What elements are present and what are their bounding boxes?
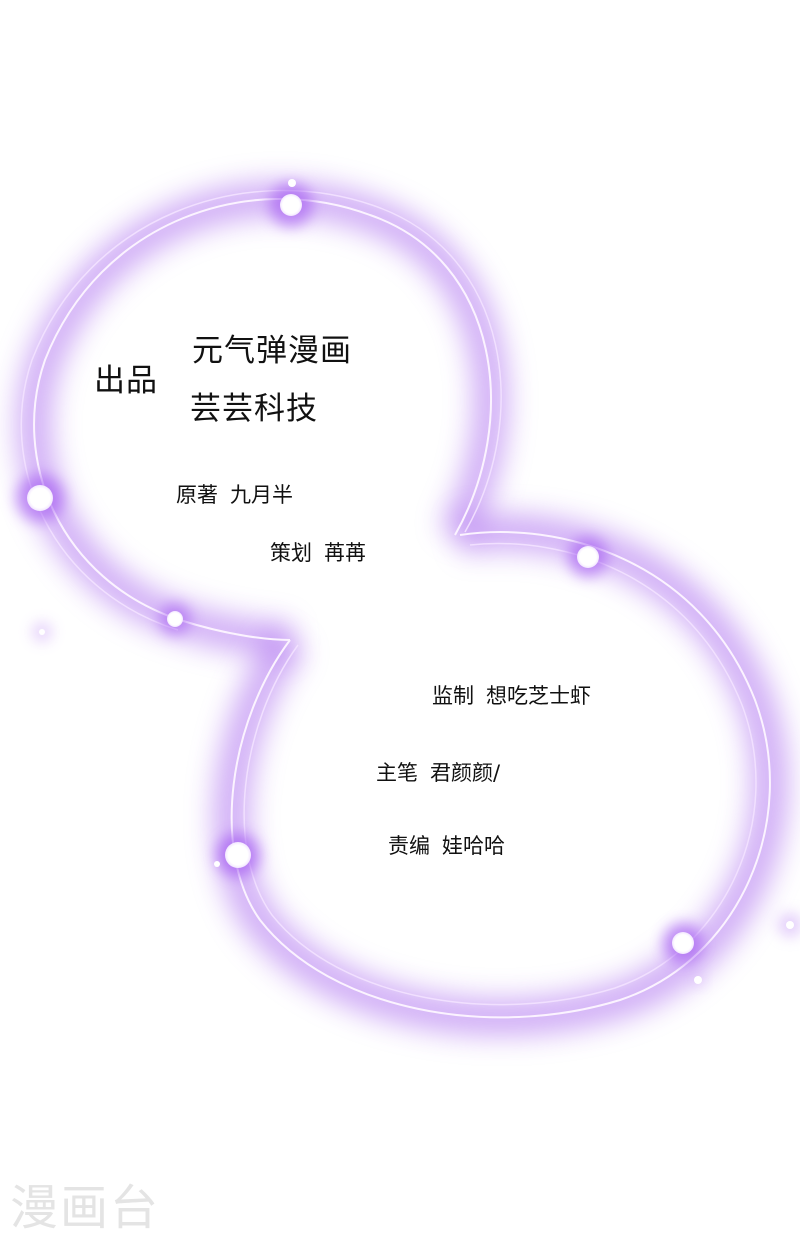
orb-mid-right <box>568 537 608 577</box>
credit-role: 原著 <box>176 483 218 507</box>
credit-name: 九月半 <box>230 483 293 507</box>
credit-supervisor: 监制 想吃芝士虾 <box>432 686 591 707</box>
publisher-name-yuanqidan: 元气弹漫画 <box>192 333 352 369</box>
credit-name: 苒苒 <box>324 541 366 565</box>
orb-bottom-right <box>663 923 703 985</box>
credit-name: 娃哈哈 <box>442 834 505 858</box>
credit-planning: 策划 苒苒 <box>270 543 366 564</box>
credit-lead-artist: 主笔 君颜颜/ <box>376 763 500 784</box>
credit-role: 策划 <box>270 541 312 565</box>
orb-top <box>269 179 313 227</box>
publisher-label: 出品 <box>94 363 158 399</box>
orb-bottom-left <box>214 833 260 877</box>
credit-role: 监制 <box>432 684 474 708</box>
credit-name: 想吃芝士虾 <box>486 684 591 708</box>
publisher-name-yunyun: 芸芸科技 <box>190 391 318 427</box>
credit-role: 责编 <box>388 834 430 858</box>
orb-far-right <box>778 913 800 937</box>
credit-original-author: 原著 九月半 <box>176 485 293 506</box>
watermark-logo: 漫画台 <box>10 1180 161 1236</box>
credit-editor: 责编 娃哈哈 <box>388 836 505 857</box>
credit-role: 主笔 <box>376 761 418 785</box>
orb-far-left <box>32 622 52 642</box>
credit-name: 君颜颜/ <box>430 761 501 785</box>
orb-left <box>16 474 64 522</box>
orb-left-small <box>159 603 191 635</box>
